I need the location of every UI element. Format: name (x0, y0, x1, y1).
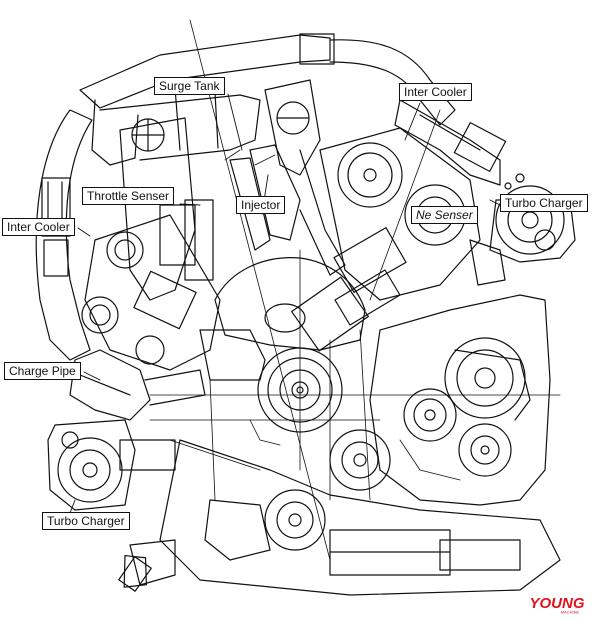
crankshaft (257, 347, 343, 433)
throttle-senser-label: Throttle Senser (82, 187, 175, 205)
upper-pipework (79, 33, 456, 166)
center-lines (149, 19, 561, 561)
surge-tank-label: Surge Tank (154, 77, 225, 95)
ne-senser-label: Ne Senser (411, 206, 478, 224)
young-machine-logo: YOUNG MACHINE (529, 595, 584, 615)
charge-pipe-drawing (69, 349, 206, 421)
engine-block (199, 257, 401, 381)
inter-cooler-right-label: Inter Cooler (399, 83, 472, 101)
timing-case (329, 294, 551, 506)
lower-engine (159, 439, 561, 596)
right-intercooler-pipe (394, 99, 507, 186)
intake-runners (229, 79, 346, 276)
left-turbo (47, 419, 176, 511)
injector-label: Injector (236, 196, 286, 214)
throttle-body (119, 117, 214, 301)
inter-cooler-left-label: Inter Cooler (2, 218, 75, 236)
turbo-charger-left-label: Turbo Charger (42, 512, 130, 530)
logo-brand-text: YOUNG (529, 595, 584, 612)
logo-sub-text: MACHINE (561, 610, 580, 615)
detail-lines (149, 149, 461, 501)
left-cylinder-head (81, 214, 221, 371)
starter-motor (118, 539, 176, 592)
charge-pipe-label: Charge Pipe (4, 362, 81, 380)
turbo-charger-right-label: Turbo Charger (500, 194, 588, 212)
right-turbo (469, 173, 576, 286)
